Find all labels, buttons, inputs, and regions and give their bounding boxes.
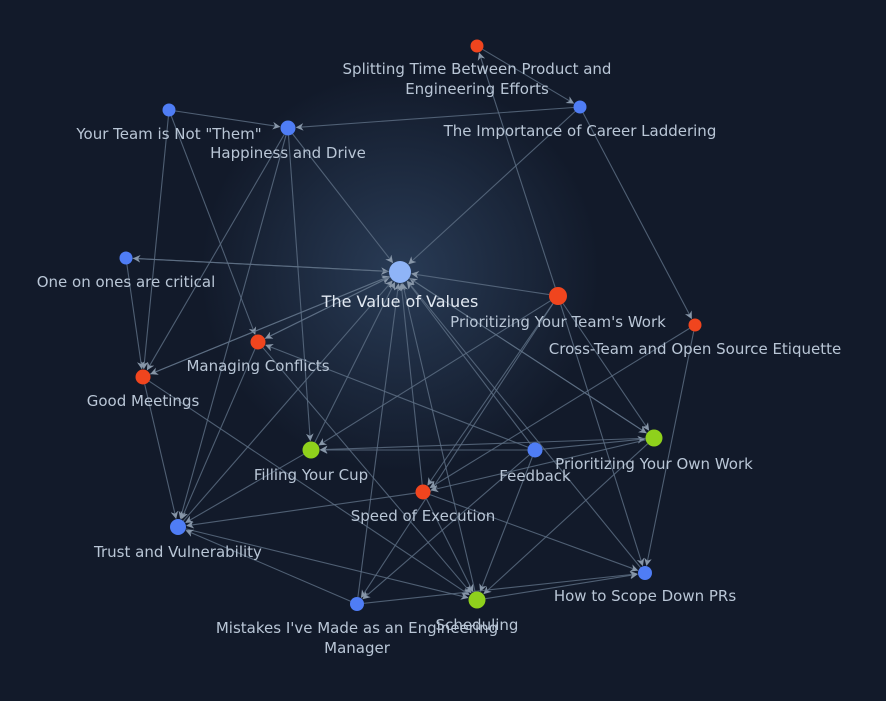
node-label-team-not-them[interactable]: Your Team is Not "Them" [75,125,261,143]
edge-trust-vulnerability-to-scheduling [185,528,469,600]
node-prioritizing-team[interactable] [549,287,567,305]
edge-scope-prs-to-value-of-values [407,280,642,568]
edge-feedback-to-value-of-values [406,280,531,445]
node-good-meetings[interactable] [135,369,151,385]
edge-team-not-them-to-good-meetings [140,116,169,370]
edge-mistakes-to-scope-prs [363,570,638,604]
edge-prioritizing-team-to-speed-execution [427,303,554,486]
edge-value-of-values-to-one-on-ones [132,254,390,272]
node-label-career-laddering[interactable]: The Importance of Career Laddering [443,122,717,140]
edge-happiness-drive-to-value-of-values [292,133,394,264]
node-label-happiness-drive[interactable]: Happiness and Drive [210,144,366,162]
node-happiness-drive[interactable] [280,120,296,136]
edge-speed-execution-to-value-of-values [398,283,423,485]
edge-cross-team-to-scope-prs [644,331,695,566]
node-label-cross-team[interactable]: Cross-Team and Open Source Etiquette [549,340,841,358]
edge-feedback-to-mistakes [362,454,530,600]
node-label-trust-vulnerability[interactable]: Trust and Vulnerability [93,543,262,561]
edge-prioritizing-own-to-filling-cup [319,437,646,454]
edge-scheduling-to-scope-prs [485,571,638,600]
node-label-prioritizing-team[interactable]: Prioritizing Your Team's Work [450,313,666,331]
edge-managing-conflicts-to-trust-vulnerability [180,348,256,520]
node-team-not-them[interactable] [162,103,176,117]
edge-prioritizing-team-to-value-of-values [411,271,550,296]
edge-happiness-drive-to-filling-cup [287,135,314,442]
edge-value-of-values-to-prioritizing-own [408,277,647,434]
node-mistakes[interactable] [350,597,364,611]
edge-good-meetings-to-scheduling [148,380,470,596]
edge-feedback-to-scheduling [479,456,533,592]
node-filling-cup[interactable] [302,441,320,459]
node-cross-team[interactable] [688,318,702,332]
edge-value-of-values-to-good-meetings [150,275,391,375]
node-scheduling[interactable] [468,591,486,609]
edge-career-laddering-to-cross-team [582,112,692,320]
node-feedback[interactable] [527,442,543,458]
node-trust-vulnerability[interactable] [170,519,186,535]
edge-value-of-values-to-managing-conflicts [264,276,391,339]
edge-filling-cup-to-trust-vulnerability [185,453,304,523]
node-label-speed-execution[interactable]: Speed of Execution [351,507,496,525]
edge-career-laddering-to-happiness-drive [295,106,574,131]
node-label-managing-conflicts[interactable]: Managing Conflicts [186,357,329,375]
node-prioritizing-own[interactable] [645,429,663,447]
node-splitting-time[interactable] [470,39,484,53]
edge-prioritizing-team-to-prioritizing-own [562,303,650,431]
edge-career-laddering-to-value-of-values [408,110,576,265]
node-label-prioritizing-own[interactable]: Prioritizing Your Own Work [555,455,753,473]
edge-prioritizing-team-to-scope-prs [560,304,645,567]
node-label-feedback[interactable]: Feedback [499,467,571,485]
node-one-on-ones[interactable] [119,251,133,265]
edge-mistakes-to-trust-vulnerability [185,529,351,602]
node-label-value-of-values[interactable]: The Value of Values [321,292,479,311]
edge-speed-execution-to-scope-prs [429,494,639,572]
node-speed-execution[interactable] [415,484,431,500]
edge-scheduling-to-value-of-values [400,282,476,592]
node-label-filling-cup[interactable]: Filling Your Cup [254,466,368,484]
node-label-scope-prs[interactable]: How to Scope Down PRs [554,587,737,605]
edge-mistakes-to-value-of-values [357,283,402,598]
edge-speed-execution-to-trust-vulnerability [186,492,416,529]
node-label-good-meetings[interactable]: Good Meetings [87,392,200,410]
edge-prioritizing-team-to-mistakes [360,303,554,598]
node-career-laddering[interactable] [573,100,587,114]
edge-happiness-drive-to-trust-vulnerability [178,135,287,520]
edge-happiness-drive-to-good-meetings [146,134,285,371]
node-value-of-values[interactable] [389,261,411,283]
edge-filling-cup-to-value-of-values [314,282,396,443]
edge-speed-execution-to-scheduling [425,498,474,593]
edge-splitting-time-to-career-laddering [482,48,575,104]
edges-layer [126,48,695,604]
edge-managing-conflicts-to-scheduling [262,347,472,594]
edge-good-meetings-to-trust-vulnerability [144,384,179,519]
node-label-one-on-ones[interactable]: One on ones are critical [37,273,216,291]
edge-prioritizing-team-to-splitting-time [477,52,556,288]
node-managing-conflicts[interactable] [250,334,266,350]
edge-trust-vulnerability-to-value-of-values [182,280,393,522]
edge-feedback-to-prioritizing-own [542,435,646,450]
labels-layer: The Value of Values Splitting Time Betwee… [37,60,841,657]
edge-one-on-ones-to-good-meetings [126,264,145,370]
node-scope-prs[interactable] [638,566,652,580]
edge-prioritizing-own-to-speed-execution [430,439,646,493]
edge-prioritizing-team-to-filling-cup [318,300,551,446]
edge-prioritizing-own-to-scheduling [483,443,649,595]
edge-team-not-them-to-happiness-drive [175,110,281,130]
edge-cross-team-to-speed-execution [429,327,690,489]
node-label-scheduling[interactable]: Scheduling [436,616,519,634]
nodes-layer [119,39,702,611]
